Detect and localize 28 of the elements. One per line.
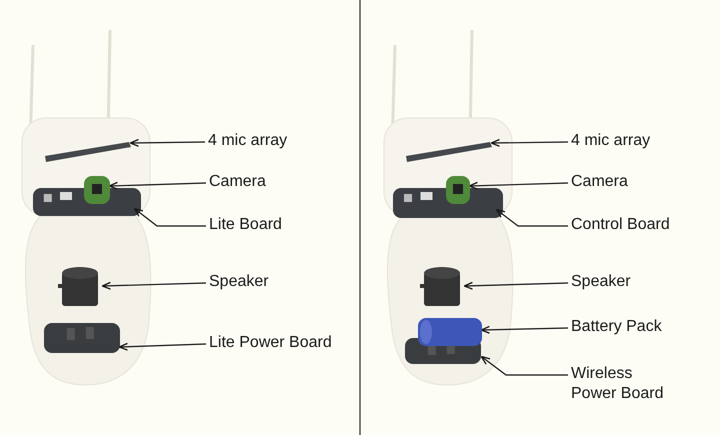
callout-label: 4 mic array	[571, 131, 650, 151]
battery-pack	[418, 318, 482, 346]
leader-line	[468, 182, 568, 190]
leader-line	[134, 208, 206, 227]
leader-line	[480, 356, 568, 376]
callout-label: Camera	[209, 172, 266, 192]
callout-label: Camera	[571, 172, 628, 192]
leader-line	[108, 182, 206, 190]
leader-line	[464, 282, 568, 290]
camera-module	[84, 176, 110, 204]
callout-label: Control Board	[571, 215, 670, 235]
leader-line	[480, 326, 568, 334]
leader-line	[490, 138, 568, 147]
leader-line	[118, 342, 206, 351]
microphone-strip	[406, 140, 492, 162]
callout-label: Lite Board	[209, 215, 282, 235]
callout-label: Battery Pack	[571, 317, 662, 337]
microphone-strip	[45, 140, 131, 162]
callout-label: Wireless Power Board	[571, 364, 671, 404]
leader-line	[130, 138, 205, 147]
leader-line	[496, 208, 568, 227]
callout-label: Lite Power Board	[209, 333, 332, 353]
callout-label: Speaker	[571, 272, 631, 292]
camera-module	[446, 176, 470, 204]
leader-line	[102, 282, 206, 290]
callout-label: Speaker	[209, 272, 269, 292]
callout-label: 4 mic array	[208, 131, 288, 151]
power-circuit-board	[44, 323, 120, 353]
